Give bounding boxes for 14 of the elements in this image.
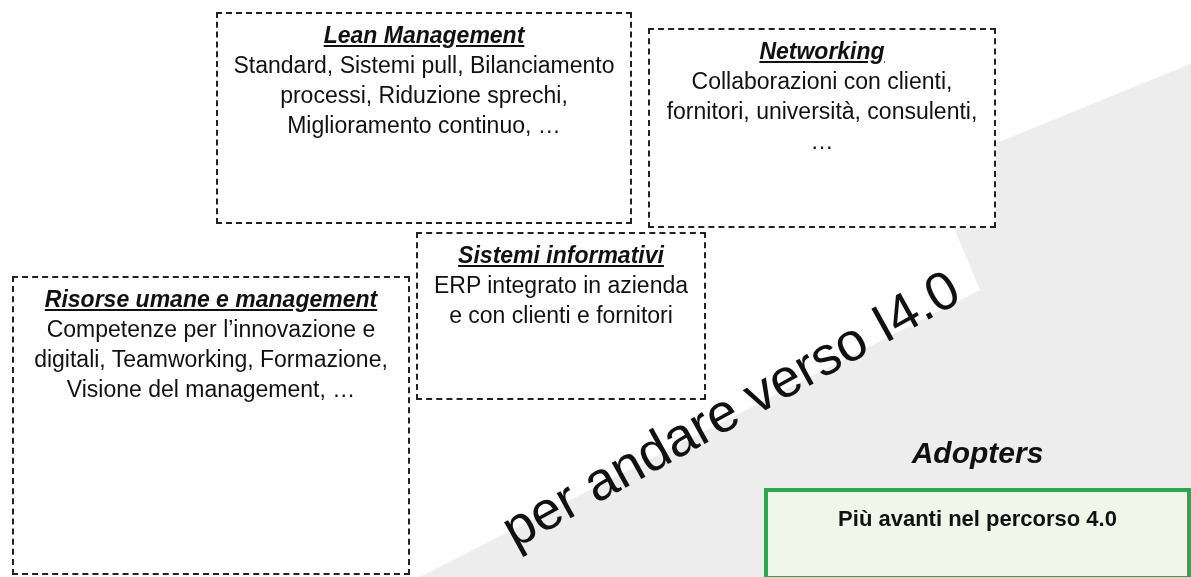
box-heading: Lean Management [322,21,526,50]
box-text: Standard, Sistemi pull, Bilanciamento processi, Riduzione sprechi, Miglioramento continuo, … [232,51,616,140]
box-text: Competenze per l’innovazione e digitali, Teamworking, Formazione, Visione del management, … [33,315,389,404]
category-box [416,232,706,400]
box-text: Più avanti nel percorso 4.0 [838,506,1117,531]
group-heading: Adopters [910,438,1045,468]
box-heading: Risorse umane e management [43,285,379,314]
category-box [648,28,996,228]
box-text: ERP integrato in azienda e con clienti e fornitori [433,271,689,330]
box-heading: Networking [758,37,886,66]
box-text: Collaborazioni con clienti, fornitori, università, consulenti, … [665,67,979,156]
category-box [12,276,410,575]
category-box [216,12,632,224]
box-heading: Sistemi informativi [457,241,666,270]
